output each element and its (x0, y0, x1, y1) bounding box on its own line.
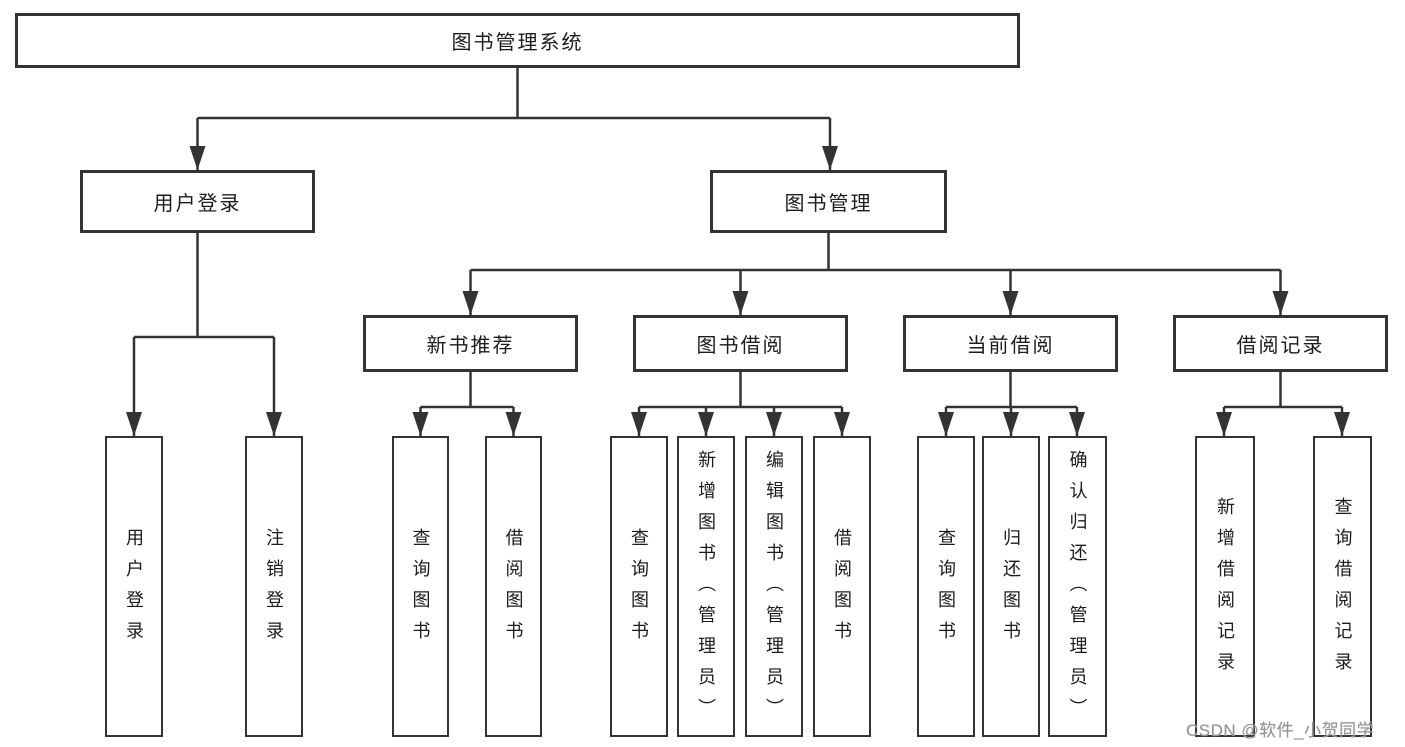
connector-group (126, 68, 1350, 436)
leaf-borrow-books: 借阅图书 (813, 436, 871, 737)
leaf-borrow-books-recommend: 借阅图书 (485, 436, 542, 737)
leaf-query-books-current: 查询图书 (917, 436, 975, 737)
leaf-query-books-recommend: 查询图书 (392, 436, 449, 737)
watermark: CSDN @软件_小贺同学 (1186, 721, 1375, 740)
node-root: 图书管理系统 (15, 13, 1020, 68)
node-book-management: 图书管理 (710, 170, 947, 233)
leaf-logout: 注销登录 (245, 436, 303, 737)
leaf-confirm-return-admin: 确认归还（管理员） (1048, 436, 1107, 737)
leaf-add-book-admin: 新增图书（管理员） (677, 436, 735, 737)
node-user-login: 用户登录 (80, 170, 315, 233)
node-new-book-recommend: 新书推荐 (363, 315, 578, 372)
node-book-borrowing: 图书借阅 (633, 315, 848, 372)
leaf-user-login: 用户登录 (105, 436, 163, 737)
leaf-return-book: 归还图书 (982, 436, 1040, 737)
leaf-edit-book-admin: 编辑图书（管理员） (745, 436, 803, 737)
leaf-query-books-borrow: 查询图书 (610, 436, 668, 737)
node-current-borrowing: 当前借阅 (903, 315, 1118, 372)
leaf-query-borrow-record: 查询借阅记录 (1313, 436, 1372, 737)
node-borrow-records: 借阅记录 (1173, 315, 1388, 372)
leaf-add-borrow-record: 新增借阅记录 (1195, 436, 1255, 737)
